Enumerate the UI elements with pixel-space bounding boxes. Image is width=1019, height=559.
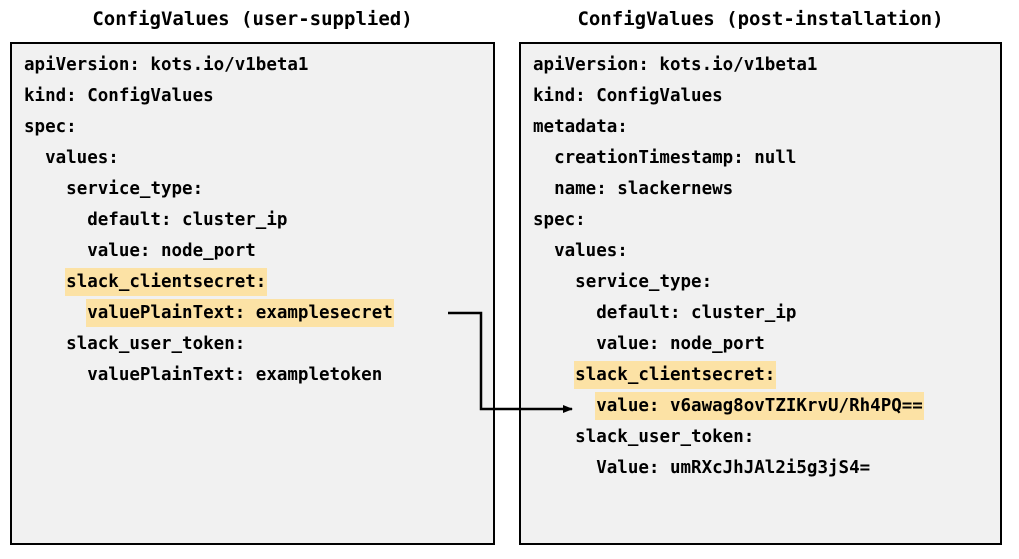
right-yaml-line: creationTimestamp: null <box>521 143 1000 174</box>
yaml-indent <box>533 396 596 416</box>
right-yaml-line: default: cluster_ip <box>521 298 1000 329</box>
right-yaml-line: value: node_port <box>521 329 1000 360</box>
yaml-line-text: spec: <box>24 117 77 137</box>
yaml-indent <box>24 303 87 323</box>
right-yaml-line: apiVersion: kots.io/v1beta1 <box>521 50 1000 81</box>
yaml-indent <box>24 241 87 261</box>
yaml-indent <box>533 179 554 199</box>
yaml-line-text: slack_clientsecret: <box>575 362 776 388</box>
left-panel-title: ConfigValues (user-supplied) <box>92 8 413 30</box>
yaml-line-text: slack_clientsecret: <box>66 269 267 295</box>
left-yaml-line: service_type: <box>12 174 493 205</box>
yaml-line-text: service_type: <box>66 179 204 199</box>
yaml-line-text: apiVersion: kots.io/v1beta1 <box>533 55 818 75</box>
left-yaml-line: slack_user_token: <box>12 329 493 360</box>
left-configvalues-box: apiVersion: kots.io/v1beta1 kind: ConfigV… <box>10 42 495 545</box>
yaml-line-text: value: v6awag8ovTZIKrvU/Rh4PQ== <box>596 393 923 419</box>
right-yaml-line: name: slackernews <box>521 174 1000 205</box>
left-yaml-lines: apiVersion: kots.io/v1beta1 kind: ConfigV… <box>12 44 493 391</box>
yaml-line-text: default: cluster_ip <box>87 210 288 230</box>
yaml-line-text: value: node_port <box>596 334 765 354</box>
right-configvalues-box: apiVersion: kots.io/v1beta1 kind: ConfigV… <box>519 42 1002 545</box>
right-panel-title: ConfigValues (post-installation) <box>577 8 944 30</box>
yaml-indent <box>533 148 554 168</box>
yaml-line-text: service_type: <box>575 272 713 292</box>
yaml-line-text: creationTimestamp: null <box>554 148 797 168</box>
left-yaml-line: kind: ConfigValues <box>12 81 493 112</box>
left-yaml-line: apiVersion: kots.io/v1beta1 <box>12 50 493 81</box>
right-yaml-line: slack_clientsecret: <box>521 360 1000 391</box>
right-yaml-line: service_type: <box>521 267 1000 298</box>
yaml-line-text: kind: ConfigValues <box>24 86 214 106</box>
yaml-indent <box>533 365 575 385</box>
yaml-line-text: kind: ConfigValues <box>533 86 723 106</box>
left-yaml-line: slack_clientsecret: <box>12 267 493 298</box>
right-yaml-line: metadata: <box>521 112 1000 143</box>
yaml-indent <box>24 210 87 230</box>
yaml-indent <box>533 303 596 323</box>
yaml-indent <box>533 458 596 478</box>
yaml-line-text: value: node_port <box>87 241 256 261</box>
right-yaml-lines: apiVersion: kots.io/v1beta1 kind: ConfigV… <box>521 44 1000 484</box>
yaml-line-text: valuePlainText: exampletoken <box>87 365 383 385</box>
left-yaml-line: value: node_port <box>12 236 493 267</box>
yaml-indent <box>533 334 596 354</box>
yaml-indent <box>24 179 66 199</box>
left-yaml-line: values: <box>12 143 493 174</box>
yaml-indent <box>24 334 66 354</box>
yaml-line-text: slack_user_token: <box>575 427 755 447</box>
yaml-line-text: Value: umRXcJhJAl2i5g3jS4= <box>596 458 871 478</box>
yaml-indent <box>24 148 45 168</box>
right-yaml-line: spec: <box>521 205 1000 236</box>
yaml-indent <box>533 272 575 292</box>
yaml-line-text: spec: <box>533 210 586 230</box>
yaml-line-text: name: slackernews <box>554 179 734 199</box>
right-yaml-line: values: <box>521 236 1000 267</box>
yaml-indent <box>533 427 575 447</box>
yaml-line-text: apiVersion: kots.io/v1beta1 <box>24 55 309 75</box>
right-yaml-line: kind: ConfigValues <box>521 81 1000 112</box>
yaml-indent <box>533 241 554 261</box>
yaml-line-text: values: <box>45 148 119 168</box>
yaml-line-text: valuePlainText: examplesecret <box>87 300 393 326</box>
left-yaml-line: spec: <box>12 112 493 143</box>
right-yaml-line: slack_user_token: <box>521 422 1000 453</box>
right-yaml-line: value: v6awag8ovTZIKrvU/Rh4PQ== <box>521 391 1000 422</box>
yaml-indent <box>24 272 66 292</box>
left-yaml-line: valuePlainText: exampletoken <box>12 360 493 391</box>
yaml-indent <box>24 365 87 385</box>
yaml-line-text: values: <box>554 241 628 261</box>
left-yaml-line: valuePlainText: examplesecret <box>12 298 493 329</box>
yaml-line-text: slack_user_token: <box>66 334 246 354</box>
left-yaml-line: default: cluster_ip <box>12 205 493 236</box>
yaml-line-text: metadata: <box>533 117 628 137</box>
right-yaml-line: Value: umRXcJhJAl2i5g3jS4= <box>521 453 1000 484</box>
yaml-line-text: default: cluster_ip <box>596 303 797 323</box>
